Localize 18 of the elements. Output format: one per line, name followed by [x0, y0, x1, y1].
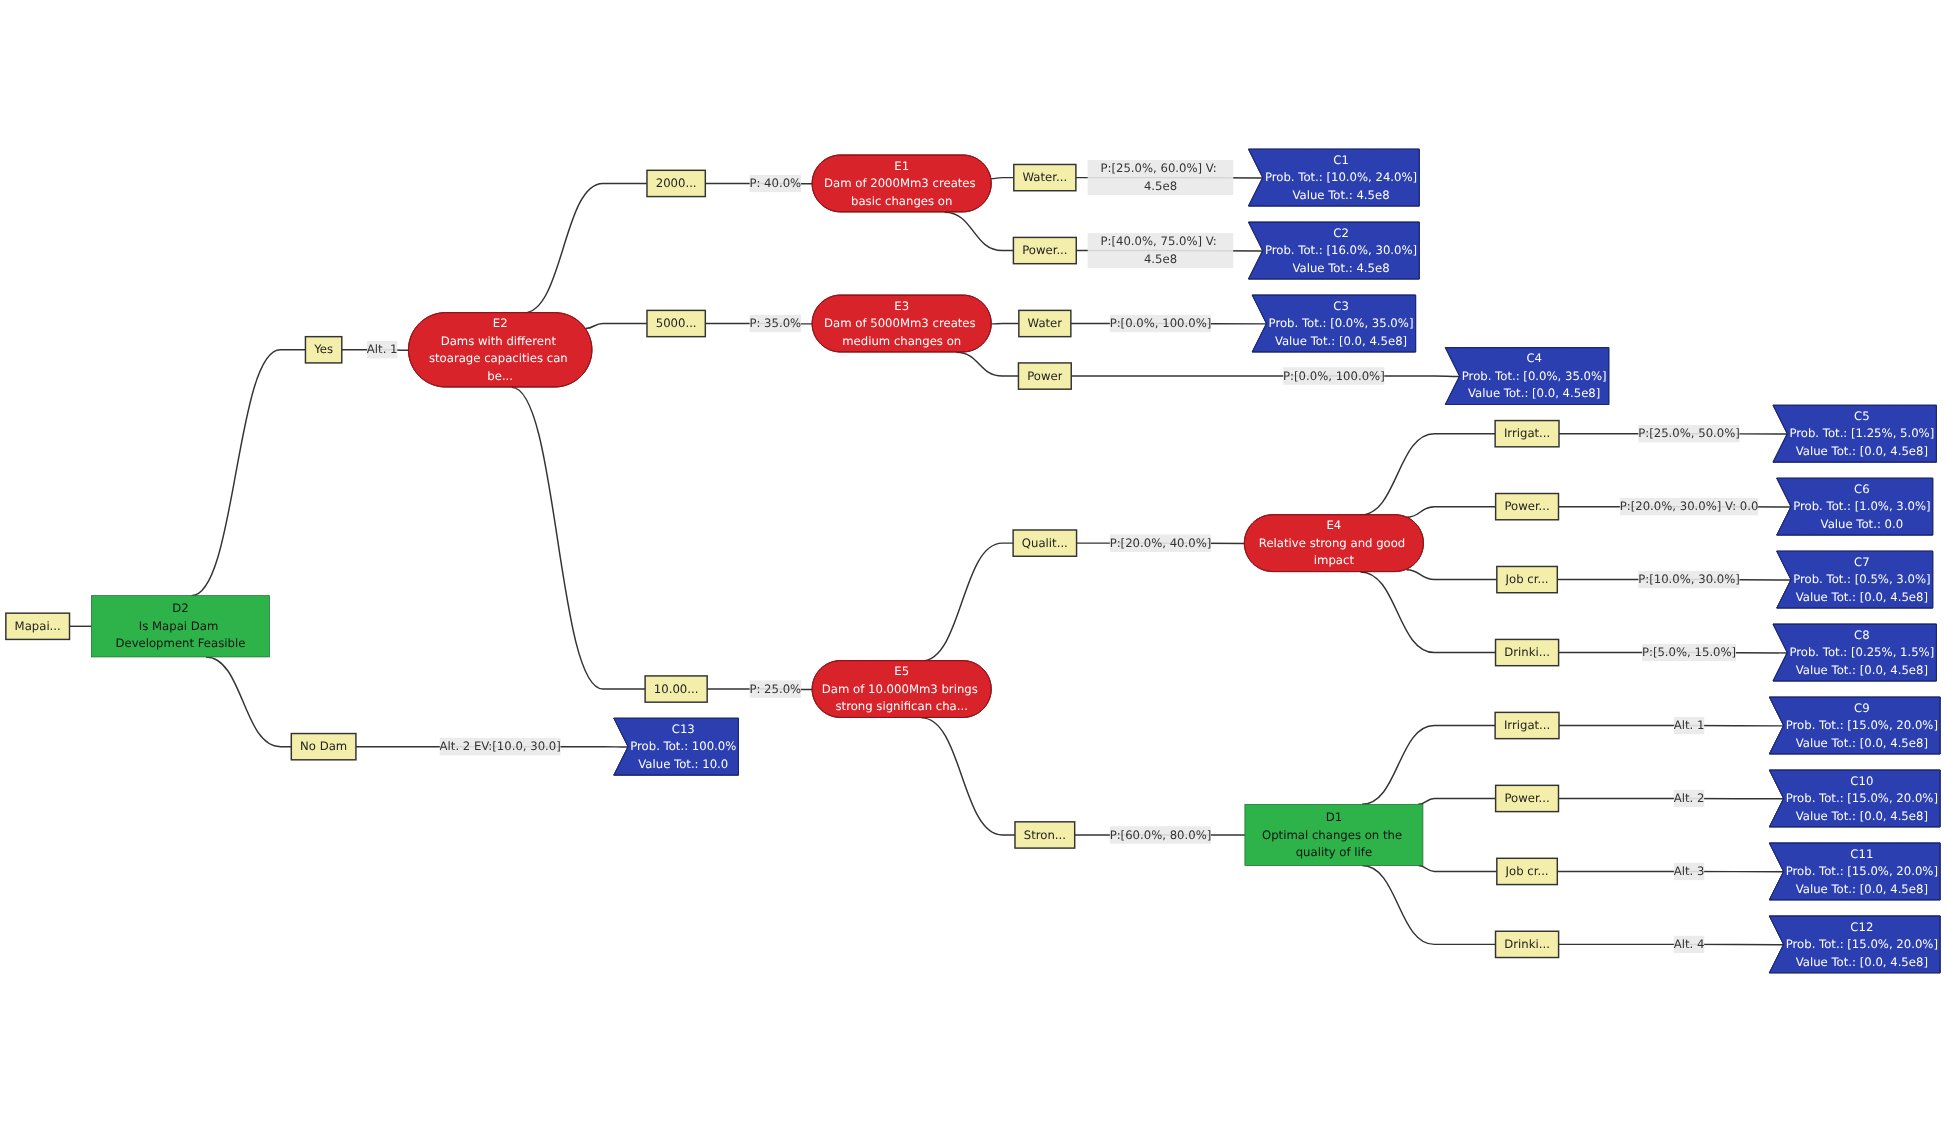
connector	[1417, 864, 1498, 873]
connector	[511, 386, 646, 690]
connector	[1405, 505, 1497, 518]
connector	[955, 351, 1020, 377]
connector	[990, 176, 1015, 180]
connector	[920, 717, 1016, 836]
connector	[1557, 797, 1785, 800]
connector	[68, 625, 93, 628]
connector	[1557, 943, 1785, 946]
connector	[990, 322, 1020, 325]
connector	[1558, 724, 1785, 727]
connector	[1417, 797, 1497, 806]
connector	[1359, 571, 1497, 654]
connector	[1405, 568, 1498, 581]
connector	[584, 322, 648, 330]
connector	[1361, 724, 1496, 806]
connector	[1556, 870, 1785, 873]
connector	[190, 349, 307, 597]
